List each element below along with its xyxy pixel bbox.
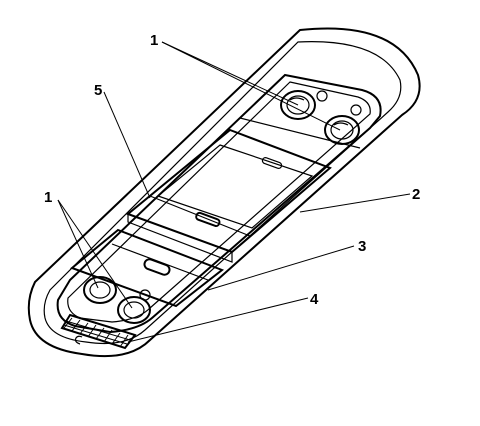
callout-1-left: 1 bbox=[44, 189, 52, 206]
front-lens bbox=[60, 313, 137, 350]
headliner-trim-outer bbox=[27, 27, 421, 358]
sunglass-holder-latch[interactable] bbox=[143, 258, 171, 276]
storage-door-latch[interactable] bbox=[261, 157, 283, 169]
center-door-latch[interactable] bbox=[195, 211, 221, 228]
rear-lamp-switch-left[interactable] bbox=[316, 90, 328, 102]
storage-door-lower-face bbox=[127, 214, 233, 263]
front-lens-hatch bbox=[63, 317, 131, 348]
rear-reading-lamp-left[interactable] bbox=[280, 90, 316, 120]
leader-lines bbox=[57, 41, 411, 343]
front-lamp-switch[interactable] bbox=[139, 289, 151, 301]
front-reading-lamp-right[interactable] bbox=[117, 296, 151, 324]
console-rim bbox=[67, 81, 371, 323]
console-housing bbox=[56, 73, 382, 334]
front-reading-lamp-left[interactable] bbox=[83, 276, 117, 304]
rear-lamp-panel-edge bbox=[239, 117, 361, 149]
callout-4: 4 bbox=[310, 291, 319, 308]
callout-3: 3 bbox=[358, 238, 366, 255]
rear-lamp-switch-right[interactable] bbox=[350, 104, 362, 116]
console-divider bbox=[149, 195, 251, 237]
callout-2: 2 bbox=[412, 186, 420, 203]
callout-5: 5 bbox=[94, 82, 102, 99]
rear-reading-lamp-right[interactable] bbox=[324, 115, 360, 145]
retaining-clip-mark bbox=[74, 335, 83, 345]
callout-1-top: 1 bbox=[150, 32, 158, 49]
sunglass-holder-door[interactable] bbox=[70, 228, 225, 308]
